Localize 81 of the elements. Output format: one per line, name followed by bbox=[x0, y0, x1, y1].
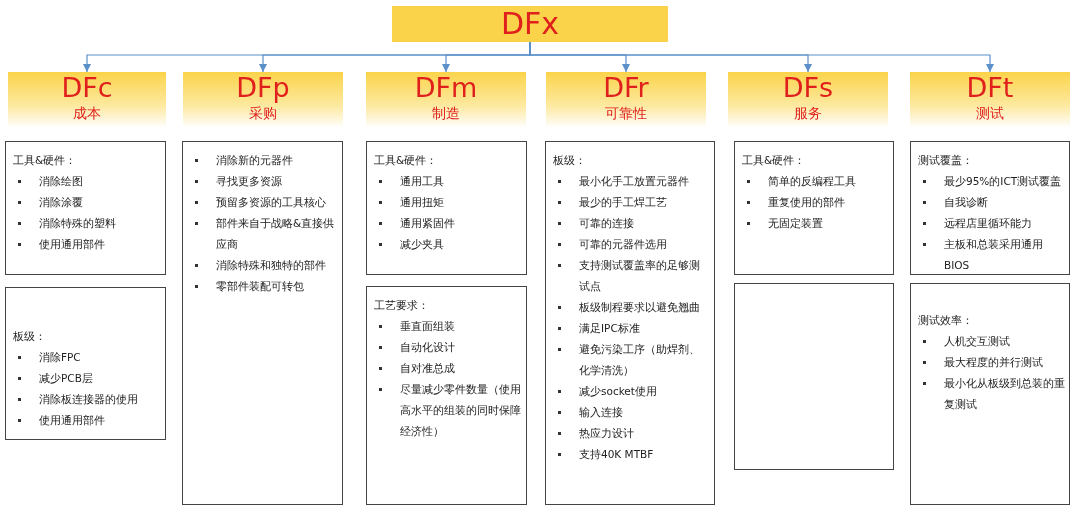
box-heading: 工具&硬件： bbox=[742, 153, 807, 168]
list-item: 板级制程要求以避免翘曲 bbox=[553, 297, 710, 318]
list-item: 消除特殊的塑料 bbox=[13, 213, 161, 234]
category-banner bbox=[366, 72, 526, 128]
list-item: 自对准总成 bbox=[374, 358, 522, 379]
list-item: 自我诊断 bbox=[918, 192, 1065, 213]
list-item: 消除绘图 bbox=[13, 171, 161, 192]
category-code: DFp bbox=[235, 72, 291, 104]
content-box bbox=[545, 141, 715, 505]
content-box bbox=[366, 286, 527, 505]
category-name: 服务 bbox=[793, 104, 823, 122]
list-item: 消除FPC bbox=[13, 347, 161, 368]
category-code: DFm bbox=[413, 72, 479, 104]
list-item: 自动化设计 bbox=[374, 337, 522, 358]
list-item: 减少夹具 bbox=[374, 234, 522, 255]
list-item: 通用扭矩 bbox=[374, 192, 522, 213]
box-heading: 测试效率： bbox=[918, 313, 974, 328]
list-item: 尽量减少零件数量（使用高水平的组装的同时保障经济性） bbox=[374, 379, 522, 442]
list-item: 避免污染工序（助焊剂、化学清洗） bbox=[553, 339, 710, 381]
list-item: 消除板连接器的使用 bbox=[13, 389, 161, 410]
list-item: 使用通用部件 bbox=[13, 234, 161, 255]
list-item: 使用通用部件 bbox=[13, 410, 161, 431]
list-item: 最小化从板级到总装的重复测试 bbox=[918, 373, 1065, 415]
category-code: DFs bbox=[781, 72, 835, 104]
list-item: 输入连接 bbox=[553, 402, 710, 423]
list-item: 支持测试覆盖率的足够测试点 bbox=[553, 255, 710, 297]
content-box bbox=[5, 287, 166, 440]
list-item: 人机交互测试 bbox=[918, 331, 1065, 352]
category-name: 采购 bbox=[248, 104, 278, 122]
title-banner: DFx bbox=[392, 6, 668, 42]
list-item: 热应力设计 bbox=[553, 423, 710, 444]
empty-box bbox=[734, 283, 894, 470]
list-item: 预留多资源的工具核心 bbox=[190, 192, 338, 213]
category-name: 成本 bbox=[72, 104, 102, 122]
box-heading: 工具&硬件： bbox=[374, 153, 439, 168]
list-item: 消除特殊和独特的部件 bbox=[190, 255, 338, 276]
list-item: 通用紧固件 bbox=[374, 213, 522, 234]
category-name: 制造 bbox=[431, 104, 461, 122]
list-item: 寻找更多资源 bbox=[190, 171, 338, 192]
list-item: 可靠的连接 bbox=[553, 213, 710, 234]
content-box bbox=[366, 141, 527, 275]
list-item: 消除新的元器件 bbox=[190, 150, 338, 171]
list-item: 主板和总装采用通用BIOS bbox=[918, 234, 1065, 276]
box-heading: 测试覆盖： bbox=[918, 153, 974, 168]
category-code: DFc bbox=[60, 72, 114, 104]
list-item: 零部件装配可转包 bbox=[190, 276, 338, 297]
list-item: 消除涂覆 bbox=[13, 192, 161, 213]
category-banner bbox=[728, 72, 888, 128]
list-item: 满足IPC标准 bbox=[553, 318, 710, 339]
list-item: 减少PCB层 bbox=[13, 368, 161, 389]
category-banner bbox=[546, 72, 706, 128]
list-item: 垂直面组装 bbox=[374, 316, 522, 337]
list-item: 最大程度的并行测试 bbox=[918, 352, 1065, 373]
category-banner bbox=[183, 72, 343, 128]
list-item: 最少的手工焊工艺 bbox=[553, 192, 710, 213]
list-item: 部件来自于战略&直接供应商 bbox=[190, 213, 338, 255]
category-code: DFr bbox=[602, 72, 650, 104]
list-item: 远程店里循环能力 bbox=[918, 213, 1065, 234]
category-banner bbox=[8, 72, 166, 128]
box-heading: 工具&硬件： bbox=[13, 153, 78, 168]
list-item: 支持40K MTBF bbox=[553, 444, 710, 465]
box-heading: 工艺要求： bbox=[374, 298, 430, 313]
category-banner bbox=[910, 72, 1070, 128]
content-box bbox=[910, 141, 1070, 275]
content-box bbox=[182, 141, 343, 505]
list-item: 最少95%的ICT测试覆盖 bbox=[918, 171, 1065, 192]
list-item: 可靠的元器件选用 bbox=[553, 234, 710, 255]
box-heading: 板级： bbox=[13, 329, 47, 344]
content-box bbox=[910, 283, 1070, 505]
list-item: 无固定装置 bbox=[742, 213, 889, 234]
category-name: 测试 bbox=[975, 104, 1005, 122]
category-name: 可靠性 bbox=[604, 104, 648, 122]
list-item: 通用工具 bbox=[374, 171, 522, 192]
category-code: DFt bbox=[965, 72, 1015, 104]
box-heading: 板级： bbox=[553, 153, 587, 168]
list-item: 简单的反编程工具 bbox=[742, 171, 889, 192]
list-item: 重复使用的部件 bbox=[742, 192, 889, 213]
content-box bbox=[734, 141, 894, 275]
list-item: 减少socket使用 bbox=[553, 381, 710, 402]
list-item: 最小化手工放置元器件 bbox=[553, 171, 710, 192]
content-box bbox=[5, 141, 166, 275]
